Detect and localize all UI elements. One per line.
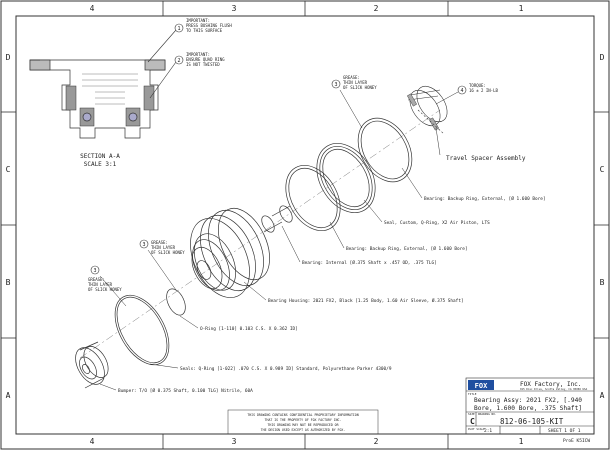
zone-row-d-left: D bbox=[6, 53, 11, 62]
callout-bearing-housing: Bearing Housing: 2021 FX2, Black [1.25 B… bbox=[268, 297, 464, 304]
company-address: 915 Disc Drive, Scotts Valley, CA 95066 … bbox=[520, 387, 588, 391]
callout-backup-ring-1: Bearing: Backup Ring, External, [Ø 1.600… bbox=[424, 195, 546, 202]
note-grease-2: 3 GREASE: THIN LAYER OF SLICK HONEY bbox=[139, 239, 185, 291]
revision-tag: ProE K5ICW bbox=[563, 438, 590, 444]
note-grease-2-line1: GREASE: bbox=[151, 240, 168, 245]
note-grease-1-number: 3 bbox=[334, 82, 337, 88]
zone-row-a-right: A bbox=[600, 391, 605, 400]
travel-spacer-assembly bbox=[406, 85, 448, 135]
note-grease-1-line1: GREASE: bbox=[343, 75, 360, 80]
callout-custom-seal: Seal, Custom, Q-Ring, X2 Air Piston, LTS bbox=[384, 220, 490, 226]
part-bearing-housing bbox=[190, 207, 270, 298]
note-quad-ring: 2 IMPORTANT: ENSURE QUAD RING IS NOT TWI… bbox=[149, 52, 225, 99]
note-quad-line2: ENSURE QUAD RING bbox=[186, 57, 225, 62]
note-flush-line1: IMPORTANT: bbox=[186, 18, 210, 23]
note-grease-3-number: 3 bbox=[93, 268, 96, 274]
note-torque-line1: TORQUE: bbox=[469, 83, 486, 88]
proprietary-notice: THIS DRAWING CONTAINS CONFIDENTIAL PROPR… bbox=[227, 409, 379, 435]
note-grease-1-marker bbox=[331, 79, 341, 89]
note-torque: 4 TORQUE: 16 ± 2 IN-LB bbox=[435, 83, 498, 105]
note-grease-1: 3 GREASE: THIN LAYER OF SLICK HONEY bbox=[331, 75, 377, 129]
callout-bumper: Bumper: T/O [Ø 0.375 Shaft, 0.100 TLG] N… bbox=[118, 387, 253, 394]
proprietary-line3: THIS DRAWING MAY NOT BE REPRODUCED OR bbox=[267, 423, 338, 427]
zone-row-c-left: C bbox=[6, 165, 11, 174]
part-backup-ring-2 bbox=[285, 165, 341, 231]
plot-scale-value: 2:1 bbox=[484, 428, 492, 434]
zone-col-4-top: 4 bbox=[90, 4, 95, 13]
company-name: FOX Factory, Inc. bbox=[520, 381, 581, 388]
zone-row-a-left: A bbox=[6, 391, 11, 400]
travel-spacer-label: Travel Spacer Assembly bbox=[446, 155, 526, 162]
note-torque-line2: 16 ± 2 IN-LB bbox=[469, 88, 498, 93]
note-grease-2-number: 3 bbox=[142, 242, 145, 248]
part-custom-seal bbox=[316, 143, 376, 213]
note-quad-number: 2 bbox=[177, 58, 180, 64]
note-grease-1-line3: OF SLICK HONEY bbox=[343, 85, 377, 90]
fox-logo: FOX bbox=[468, 380, 494, 390]
note-grease-3-line2: THIN LAYER bbox=[88, 282, 113, 287]
note-torque-number: 4 bbox=[460, 88, 463, 94]
note-flush-line2: PRESS BUSHING FLUSH bbox=[186, 23, 232, 28]
note-quad-marker bbox=[174, 55, 184, 65]
note-grease-2-line2: THIN LAYER bbox=[151, 245, 176, 250]
zone-row-d-right: D bbox=[600, 53, 605, 62]
part-q-ring-seal bbox=[114, 294, 170, 366]
note-grease-3: 3 GREASE: THIN LAYER OF SLICK HONEY bbox=[88, 265, 127, 307]
zone-col-1-bottom: 1 bbox=[519, 437, 524, 446]
note-grease-3-line1: GREASE: bbox=[88, 277, 105, 282]
proprietary-line2: THAT IS THE PROPERTY OF FOX FACTORY INC. bbox=[265, 418, 342, 422]
proprietary-line1: THIS DRAWING CONTAINS CONFIDENTIAL PROPR… bbox=[247, 413, 358, 417]
title-line1: Bearing Assy: 2021 FX2, [.940 bbox=[474, 397, 582, 404]
part-bumper bbox=[75, 341, 109, 389]
note-flush-marker bbox=[174, 23, 184, 33]
proprietary-line4: THE DESIGN USED EXCEPT AS AUTHORIZED BY … bbox=[261, 428, 346, 432]
drawing-number: 812-06-105-KIT bbox=[500, 417, 564, 426]
note-grease-1-line2: THIN LAYER bbox=[343, 80, 368, 85]
part-o-ring bbox=[166, 288, 186, 316]
zone-col-1-top: 1 bbox=[519, 4, 524, 13]
title-line2: Bore, 1.600 Bore, .375 Shaft] bbox=[474, 405, 582, 412]
zone-row-c-right: C bbox=[600, 165, 605, 174]
callout-internal-bearing: Bearing: Internal [Ø.375 Shaft x .457 OD… bbox=[302, 259, 437, 266]
zone-col-3-top: 3 bbox=[232, 4, 237, 13]
note-grease-2-line3: OF SLICK HONEY bbox=[151, 250, 185, 255]
zone-row-b-left: B bbox=[6, 278, 11, 287]
title-block bbox=[465, 377, 595, 435]
title-label: TITLE bbox=[468, 392, 477, 396]
section-scale: SCALE 3:1 bbox=[84, 161, 117, 168]
dwg-no-label: DRAWING NO. bbox=[478, 412, 497, 416]
zone-col-2-top: 2 bbox=[374, 4, 379, 13]
plot-scale-label: PLOT SCALE bbox=[468, 427, 485, 431]
fox-logo-text: FOX bbox=[475, 382, 488, 390]
note-flush-line3: TO THIS SURFACE bbox=[186, 28, 223, 33]
note-torque-marker bbox=[457, 85, 467, 95]
note-grease-3-marker bbox=[90, 265, 100, 275]
note-quad-line1: IMPORTANT: bbox=[186, 52, 210, 57]
note-grease-2-marker bbox=[139, 239, 149, 249]
zone-col-4-bottom: 4 bbox=[90, 437, 95, 446]
callout-q-ring-seal: Seals: Q-Ring [1-022] .070 C.S. X 0.989 … bbox=[180, 366, 392, 372]
section-view bbox=[29, 59, 166, 139]
section-title: SECTION A-A bbox=[80, 153, 120, 160]
part-internal-bearing bbox=[261, 205, 293, 233]
callout-backup-ring-2: Bearing: Backup Ring, External, [Ø 1.600… bbox=[346, 245, 468, 252]
size-value: C bbox=[470, 417, 475, 426]
zone-col-3-bottom: 3 bbox=[232, 437, 237, 446]
part-backup-ring-1 bbox=[357, 117, 413, 183]
size-label: SIZE bbox=[468, 412, 475, 416]
note-quad-line3: IS NOT TWISTED bbox=[186, 62, 220, 67]
assembly-axis bbox=[79, 109, 441, 359]
note-flush: 1 IMPORTANT: PRESS BUSHING FLUSH TO THIS… bbox=[147, 18, 232, 63]
note-flush-number: 1 bbox=[177, 26, 180, 32]
note-grease-3-line3: OF SLICK HONEY bbox=[88, 287, 122, 292]
sheet-number: SHEET 1 OF 1 bbox=[548, 428, 581, 434]
zone-col-2-bottom: 2 bbox=[374, 437, 379, 446]
zone-row-b-right: B bbox=[600, 278, 605, 287]
callout-o-ring: O-Ring [1-110] 0.103 C.S. X 0.362 ID] bbox=[200, 326, 298, 332]
